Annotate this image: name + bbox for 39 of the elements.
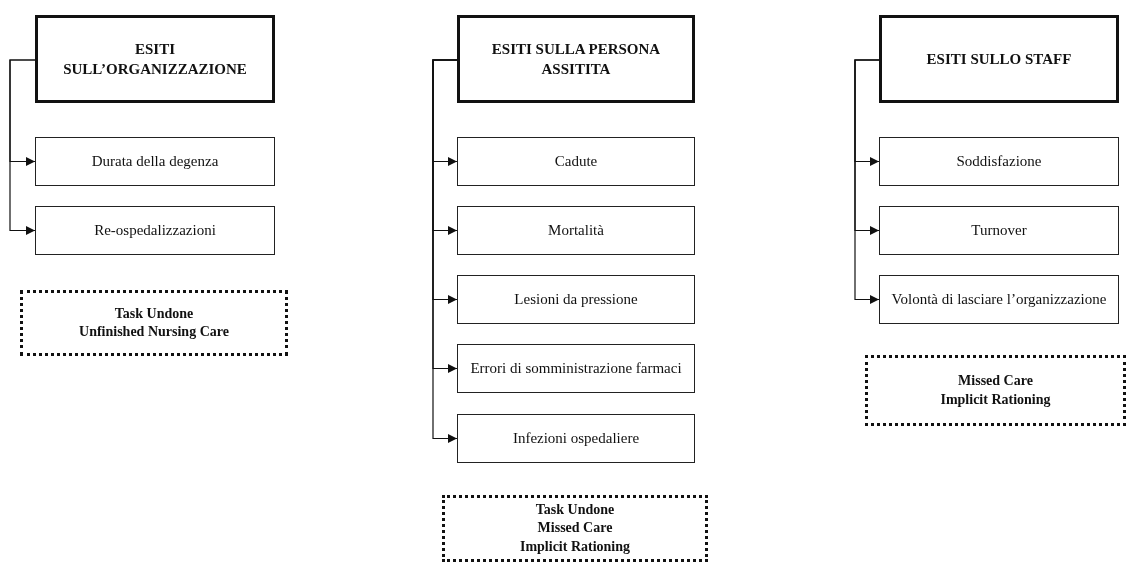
outcome-box (879, 206, 1119, 255)
note-text: Missed Care (957, 372, 1034, 391)
note-box (20, 290, 288, 356)
outcome-box (457, 137, 695, 186)
category-box (879, 15, 1119, 103)
outcome-label: Soddisfazione (955, 152, 1043, 171)
outcome-label: Durata della degenza (90, 152, 220, 171)
note-text: Unfinished Nursing Care (78, 323, 230, 341)
outcome-label: Turnover (970, 221, 1028, 240)
note-text: Implicit Rationing (939, 390, 1052, 409)
outcome-box (457, 414, 695, 463)
outcome-label: Re-ospedalizzazioni (93, 221, 217, 240)
note-box (865, 355, 1126, 426)
note-box (442, 495, 708, 562)
category-title: ESITI SULLO STAFF (925, 49, 1073, 69)
outcome-label: Errori di somministrazione farmaci (469, 359, 683, 378)
outcome-box (35, 206, 275, 255)
note-text: Task Undone (534, 501, 616, 520)
connector-arrow (432, 59, 458, 443)
category-box (457, 15, 695, 103)
outcome-box (457, 275, 695, 324)
connector-arrow (854, 59, 880, 304)
outcome-box (879, 275, 1119, 324)
outcome-label: Cadute (553, 152, 599, 171)
outcome-box (457, 344, 695, 393)
category-box (35, 15, 275, 103)
outcome-label: Infezioni ospedaliere (511, 429, 641, 448)
category-title: ESITI SULLA PERSONA ASSITITA (490, 39, 662, 79)
category-title: ESITI SULL’ORGANIZZAZIONE (62, 39, 248, 79)
outcome-label: Volontà di lasciare l’organizzazione (890, 290, 1108, 309)
note-text: Implicit Rationing (518, 537, 632, 556)
outcome-box (35, 137, 275, 186)
note-text: Missed Care (536, 519, 614, 538)
note-text: Task Undone (113, 304, 195, 323)
outcome-box (879, 137, 1119, 186)
outcome-label: Mortalità (547, 221, 605, 240)
outcome-box (457, 206, 695, 255)
connector-arrow (9, 59, 36, 235)
outcome-label: Lesioni da pressione (513, 290, 639, 309)
